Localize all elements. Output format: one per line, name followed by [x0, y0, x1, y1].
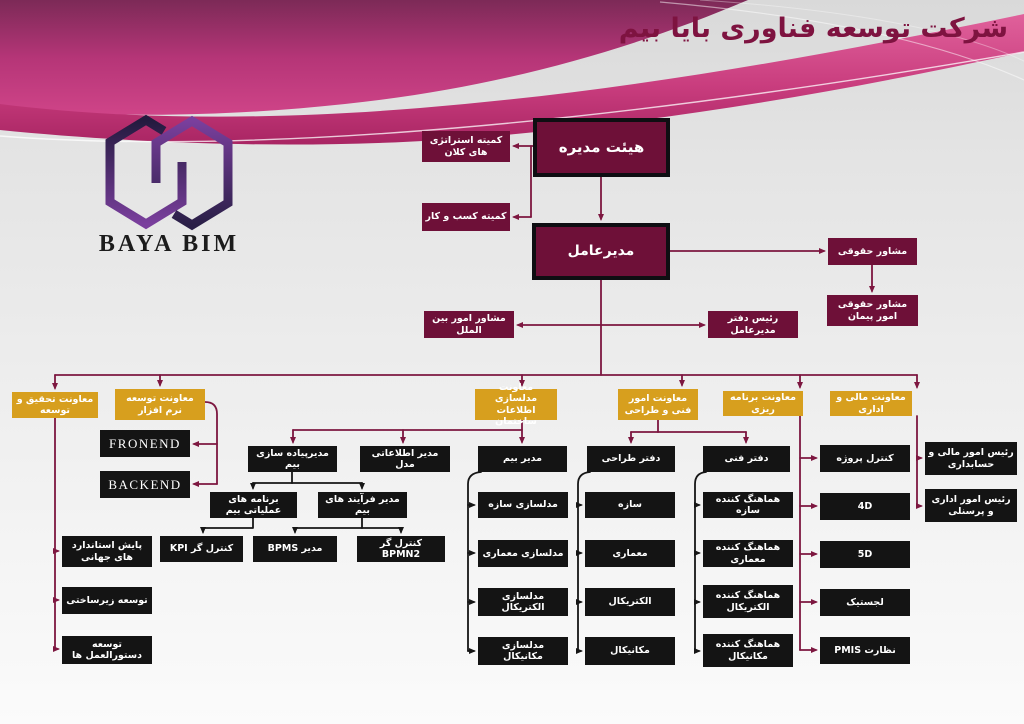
node-dep-rnd: معاونت تحقیق و توسعه	[12, 392, 98, 418]
node-design-mechanical: مکانیکال	[585, 637, 675, 665]
node-backend: BACKEND	[100, 471, 190, 498]
header-wave	[0, 0, 1024, 145]
node-bim-impl-mgr: مدیرپیاده سازی بیم	[248, 446, 337, 472]
node-bpmn2-controller: کنترل گر BPMN2	[357, 536, 445, 562]
node-dep-planning: معاونت برنامه ریزی	[723, 391, 803, 416]
node-bim-ops-programs: برنامه های عملیاتی بیم	[210, 492, 297, 518]
node-pmis-supervision: نظارت PMIS	[820, 637, 910, 664]
node-design-electrical: الکتریکال	[585, 588, 675, 616]
node-kpi-controller: کنترل گر KPI	[160, 536, 243, 562]
page-title: شرکت توسعه فناوری بایا بیم	[618, 13, 1008, 44]
node-design-structure: سازه	[585, 492, 675, 518]
node-contract-legal-advisor: مشاور حقوقی امور پیمان	[827, 295, 918, 326]
node-model-electrical: مدلسازی الکتریکال	[478, 588, 568, 616]
node-coord-mechanical: هماهنگ کننده مکانیکال	[703, 634, 793, 667]
node-frontend: FRONEND	[100, 430, 190, 457]
node-model-structure: مدلسازی سازه	[478, 492, 568, 518]
node-ceo: مدیرعامل	[532, 223, 670, 280]
node-design-arch: معماری	[585, 540, 675, 567]
node-model-arch: مدلسازی معماری	[478, 540, 568, 567]
node-board: هیئت مدیره	[533, 118, 670, 177]
node-5d: 5D	[820, 541, 910, 568]
logo-wordmark: BAYA BIM	[98, 231, 240, 257]
node-guidelines-dev: توسعه دستورالعمل ها	[62, 636, 152, 664]
node-model-info-mgr: مدیر اطلاعاتی مدل	[360, 446, 450, 472]
node-design-office: دفتر طراحی	[587, 446, 675, 472]
node-coord-electrical: هماهنگ کننده الکتریکال	[703, 585, 793, 618]
node-ceo-office-head: رئیس دفتر مدیرعامل	[708, 311, 798, 338]
node-model-mechanical: مدلسازی مکانیکال	[478, 637, 568, 665]
node-coord-structure: هماهنگ کننده سازه	[703, 492, 793, 518]
node-finance-head: رئیس امور مالی و حسابداری	[925, 442, 1017, 475]
baya-bim-logo-icon	[105, 114, 233, 231]
node-bim-process-mgr: مدیر فرآیند های بیم	[318, 492, 407, 518]
node-dep-finance: معاونت مالی و اداری	[830, 391, 912, 416]
node-intl-advisor: مشاور امور بین الملل	[424, 311, 514, 338]
node-dep-bim: معاونت مدلسازی اطلاعات ساختمان	[475, 382, 557, 427]
node-committee-strategy: کمیته استراتژی های کلان	[422, 131, 510, 162]
node-admin-head: رئیس امور اداری و پرسنلی	[925, 489, 1017, 522]
node-tech-office: دفتر فنی	[703, 446, 790, 472]
node-dep-tech-design: معاونت امور فنی و طراحی	[618, 389, 698, 420]
node-project-control: کنترل پروژه	[820, 445, 910, 472]
node-monitor-standards: پایش استاندارد های جهانی	[62, 536, 152, 567]
node-legal-advisor: مشاور حقوقی	[828, 238, 917, 265]
node-bim-mgr: مدیر بیم	[478, 446, 567, 472]
node-logistics: لجستیک	[820, 589, 910, 616]
node-infra-dev: توسعه زیرساختی	[62, 587, 152, 614]
node-bpms-mgr: مدیر BPMS	[253, 536, 337, 562]
node-4d: 4D	[820, 493, 910, 520]
node-coord-arch: هماهنگ کننده معماری	[703, 540, 793, 567]
node-dep-software: معاونت توسعه نرم افزار	[115, 389, 205, 420]
node-committee-business: کمیته کسب و کار	[422, 203, 510, 231]
